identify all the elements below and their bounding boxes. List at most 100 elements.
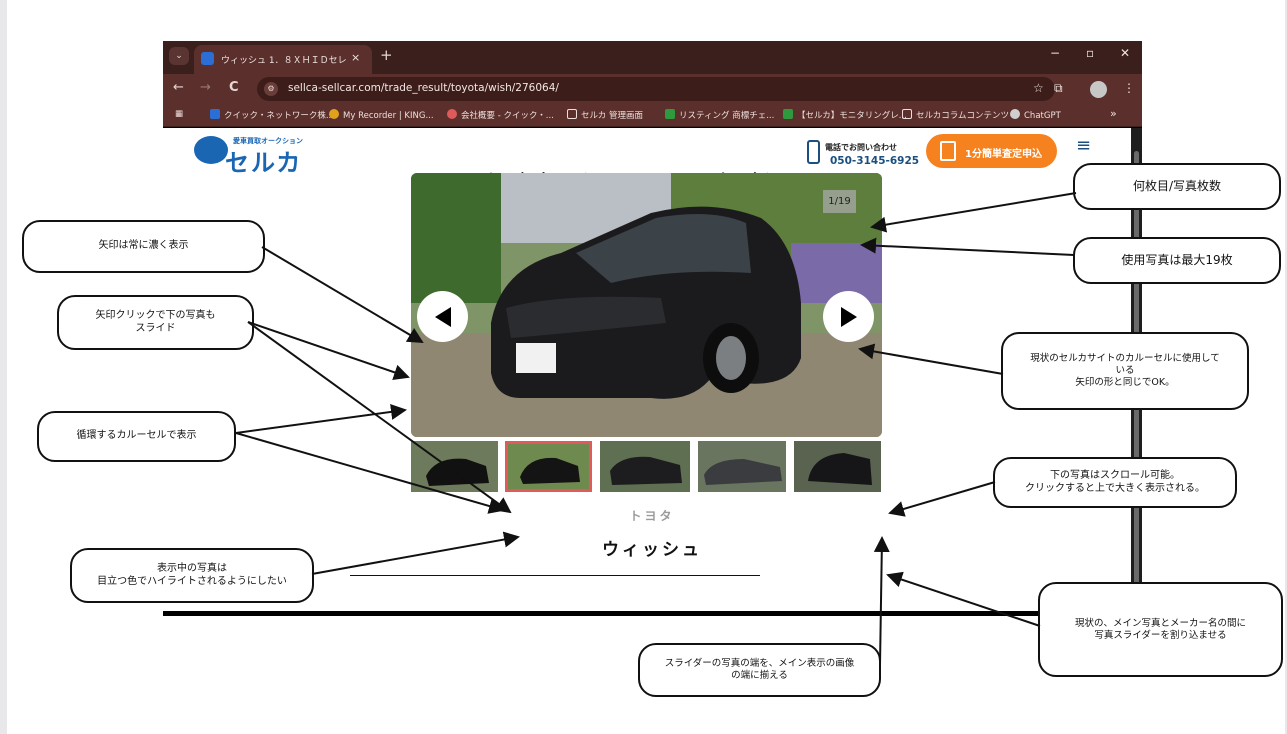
site-info-icon[interactable]: ⚙: [264, 82, 278, 96]
folder-icon: [902, 109, 912, 119]
more-menu-icon[interactable]: ⋮: [1123, 81, 1135, 95]
bookmark-item[interactable]: ChatGPT: [1010, 109, 1061, 121]
thumbnail-image: [508, 444, 589, 489]
callout-slider-insert: 現状の、メイン写真とメーカー名の間に写真スライダーを割り込ませる: [1038, 582, 1283, 677]
carousel-prev-button[interactable]: [417, 291, 468, 342]
callout-text: 矢印クリックで下の写真も: [95, 310, 216, 321]
phone-label: 電話でお問い合わせ: [825, 143, 897, 152]
thumbnail[interactable]: [698, 441, 786, 492]
callout-arrow-dark: 矢印は常に濃く表示: [22, 220, 265, 273]
forward-icon[interactable]: →: [200, 80, 211, 95]
quick-appraisal-button[interactable]: 1分簡単査定申込: [926, 134, 1057, 168]
thumbnail-image: [411, 441, 498, 492]
new-tab-button[interactable]: +: [380, 46, 393, 64]
chatgpt-icon: [1010, 109, 1020, 119]
divider: [350, 575, 760, 576]
callout-text: スライダーの写真の端を、メイン表示の画像: [664, 658, 855, 670]
carousel-next-button[interactable]: [823, 291, 874, 342]
callout-align-edges: スライダーの写真の端を、メイン表示の画像の端に揃える: [638, 643, 881, 697]
bookmark-favicon-icon: [329, 109, 339, 119]
callout-text: 使用写真は最大19枚: [1121, 253, 1233, 267]
web-page: 愛車買取オークション セルカ 電話でお問い合わせ 050-3145-6925 1…: [163, 128, 1131, 611]
callout-text: 表示中の写真は: [157, 563, 227, 574]
maximize-icon[interactable]: ▫: [1086, 46, 1095, 60]
close-window-icon[interactable]: ✕: [1120, 46, 1131, 60]
bookmark-label: ChatGPT: [1024, 111, 1061, 121]
maker-name: トヨタ: [629, 509, 675, 523]
callout-loop-carousel: 循環するカルーセルで表示: [37, 411, 236, 462]
active-tab[interactable]: ウィッシュ 1．８ＸＨＩＤセレクシ ×: [194, 45, 372, 74]
extensions-icon[interactable]: ⧉: [1054, 81, 1063, 95]
callout-text: クリックすると上で大きく表示される。: [1025, 482, 1205, 494]
minimize-icon[interactable]: −: [1050, 46, 1061, 60]
bookmark-label: My Recorder | KING...: [343, 111, 434, 121]
thumbnail[interactable]: [794, 441, 881, 492]
main-car-photo: 1/19: [411, 173, 882, 437]
tab-search-button[interactable]: ⌄: [169, 47, 189, 65]
callout-max-photos: 使用写真は最大19枚: [1073, 237, 1281, 284]
car-photo-illustration: [411, 173, 882, 437]
bookmark-label: クイック・ネットワーク株...: [224, 111, 334, 121]
folder-icon: [567, 109, 577, 119]
bookmark-folder[interactable]: セルカ 管理画面: [567, 109, 643, 121]
callout-thumb-scroll: 下の写真はスクロール可能。クリックすると上で大きく表示される。: [993, 457, 1237, 508]
bookmark-item[interactable]: My Recorder | KING...: [329, 109, 434, 121]
bookmark-label: 【セルカ】モニタリングレ...: [797, 111, 907, 121]
profile-avatar[interactable]: [1090, 81, 1107, 98]
site-favicon-icon: [201, 52, 214, 65]
back-icon[interactable]: ←: [173, 80, 184, 95]
address-bar[interactable]: ⚙ sellca-sellcar.com/trade_result/toyota…: [257, 77, 1055, 101]
url-text: sellca-sellcar.com/trade_result/toyota/w…: [288, 82, 559, 94]
bookmark-item[interactable]: クイック・ネットワーク株...: [210, 109, 334, 121]
callout-text: の端に揃える: [731, 670, 788, 681]
arrow-left-icon: [434, 306, 451, 327]
right-gutter: [1285, 0, 1287, 734]
thumbnail[interactable]: [411, 441, 498, 492]
callout-text: スライド: [135, 322, 176, 334]
left-gutter: [0, 0, 7, 734]
browser-window: ⌄ ウィッシュ 1．８ＸＨＩＤセレクシ × + − ▫ ✕ ← → C ⚙ se…: [163, 41, 1142, 616]
bookmark-star-icon[interactable]: ☆: [1033, 81, 1044, 95]
apps-icon[interactable]: ▦: [175, 109, 184, 119]
bookmark-folder[interactable]: セルカコラムコンテンツ: [902, 109, 1009, 121]
logo-subtitle: 愛車買取オークション: [233, 137, 303, 145]
phone-icon: [807, 140, 820, 164]
thumbnail-selected[interactable]: [505, 441, 592, 492]
callout-text: いる: [1115, 365, 1135, 377]
callout-text: 矢印は常に濃く表示: [98, 240, 189, 252]
callout-photo-count: 何枚目/写真枚数: [1073, 163, 1281, 210]
callout-text: 矢印の形と同じでOK。: [1075, 376, 1175, 388]
callout-current-highlight: 表示中の写真は目立つ色でハイライトされるようにしたい: [70, 548, 314, 603]
hamburger-menu-icon[interactable]: ≡: [1076, 135, 1092, 156]
photo-counter: 1/19: [823, 190, 856, 213]
bookmark-label: セルカ 管理画面: [581, 111, 643, 121]
bookmark-favicon-icon: [783, 109, 793, 119]
bookmark-item[interactable]: リスティング 商標チェ...: [665, 109, 774, 121]
callout-arrow-click: 矢印クリックで下の写真もスライド: [57, 295, 254, 350]
toolbar: ← → C ⚙ sellca-sellcar.com/trade_result/…: [163, 74, 1142, 104]
bookmark-label: セルカコラムコンテンツ: [916, 111, 1009, 121]
callout-text: 現状のセルカサイトのカルーセルに使用して: [1030, 353, 1220, 365]
bookmark-item[interactable]: 【セルカ】モニタリングレ...: [783, 109, 907, 121]
site-logo-text[interactable]: セルカ: [225, 149, 303, 177]
sellca-logo-icon[interactable]: [194, 136, 228, 164]
bookmark-favicon-icon: [447, 109, 457, 119]
reload-icon[interactable]: C: [229, 80, 239, 95]
arrow-right-icon: [840, 306, 857, 327]
bookmarks-bar: ▦ クイック・ネットワーク株... My Recorder | KING... …: [163, 104, 1142, 127]
tab-title: ウィッシュ 1．８ＸＨＩＤセレクシ: [221, 56, 347, 66]
bookmark-label: 会社概要 - クイック・...: [461, 111, 554, 121]
callout-text: 現状の、メイン写真とメーカー名の間に: [1074, 617, 1246, 629]
bookmark-item[interactable]: 会社概要 - クイック・...: [447, 109, 554, 121]
bookmark-label: リスティング 商標チェ...: [679, 111, 775, 121]
thumbnail-image: [698, 441, 786, 492]
thumbnail-image: [600, 441, 690, 492]
thumbnail[interactable]: [600, 441, 690, 492]
bookmarks-overflow-icon[interactable]: »: [1110, 107, 1117, 120]
phone-number[interactable]: 050-3145-6925: [830, 155, 920, 167]
close-tab-icon[interactable]: ×: [351, 51, 361, 64]
callout-text: 目立つ色でハイライトされるようにしたい: [97, 575, 287, 587]
callout-text: 下の写真はスクロール可能。: [1050, 470, 1180, 481]
callout-text: 写真スライダーを割り込ませる: [1094, 629, 1227, 641]
callout-arrow-shape: 現状のセルカサイトのカルーセルに使用している矢印の形と同じでOK。: [1001, 332, 1249, 410]
